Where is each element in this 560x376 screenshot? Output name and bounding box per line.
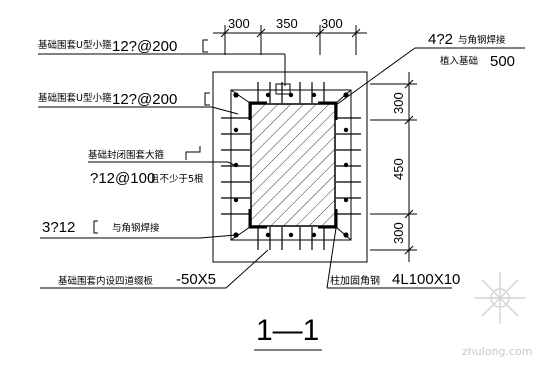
callout-r2-value: 500 bbox=[490, 53, 515, 70]
dim-top-left: 300 bbox=[228, 16, 250, 31]
right-callouts: 4?2 与角钢焊接 植入基础 500 柱加固角钢 4L100X10 bbox=[326, 31, 525, 289]
stirrups-top bbox=[257, 82, 325, 103]
dim-right-middle: 450 bbox=[391, 158, 406, 180]
dim-right-top: 300 bbox=[391, 92, 406, 114]
callout-2-value: 12?@200 bbox=[112, 91, 177, 108]
section-title-text: 1—1 bbox=[256, 314, 319, 347]
callout-4-value: 3?12 bbox=[42, 219, 75, 236]
left-callouts: 基础围套U型小箍 12?@200 基础围套U型小箍 12?@200 基础封闭围套… bbox=[38, 38, 286, 289]
callout-3-tail: 且不少于5根 bbox=[150, 173, 204, 185]
top-dimension-chain: 300 350 300 bbox=[213, 16, 367, 55]
callout-r3-value: 4L100X10 bbox=[392, 271, 460, 288]
callout-5-value: -50X5 bbox=[176, 271, 216, 288]
watermark-logo-icon bbox=[474, 272, 526, 324]
watermark-text: zhulong.com bbox=[462, 345, 532, 358]
callout-1-text: 基础围套U型小箍 bbox=[38, 39, 112, 51]
callout-3-value: ?12@100 bbox=[90, 170, 155, 187]
callout-3-text: 基础封闭围套大箍 bbox=[88, 149, 165, 161]
closed-hoop bbox=[230, 89, 352, 241]
callout-r1-value: 4?2 bbox=[428, 31, 453, 48]
dim-top-middle: 350 bbox=[276, 16, 298, 31]
dim-top-right: 300 bbox=[321, 16, 343, 31]
section-title: 1—1 bbox=[254, 314, 322, 351]
watermark bbox=[474, 272, 526, 324]
callout-5-text: 基础围套内设四道缀板 bbox=[58, 275, 154, 287]
stirrups-bottom bbox=[257, 227, 325, 250]
callout-r1-tail: 与角钢焊接 bbox=[458, 34, 506, 46]
callout-1-value: 12?@200 bbox=[112, 38, 177, 55]
callout-r3-text: 柱加固角钢 bbox=[330, 274, 380, 287]
right-dimension-chain: 300 450 300 bbox=[370, 72, 417, 262]
stirrups-right bbox=[336, 117, 361, 215]
callout-4-tail: 与角钢焊接 bbox=[112, 222, 160, 234]
callout-r2-text: 植入基础 bbox=[440, 55, 478, 67]
dim-right-bottom: 300 bbox=[391, 222, 406, 244]
concrete-core bbox=[250, 103, 336, 227]
column-section bbox=[212, 71, 368, 263]
callout-2-text: 基础围套U型小箍 bbox=[38, 92, 112, 104]
main-bars bbox=[233, 92, 349, 238]
stirrups-left bbox=[221, 117, 250, 215]
